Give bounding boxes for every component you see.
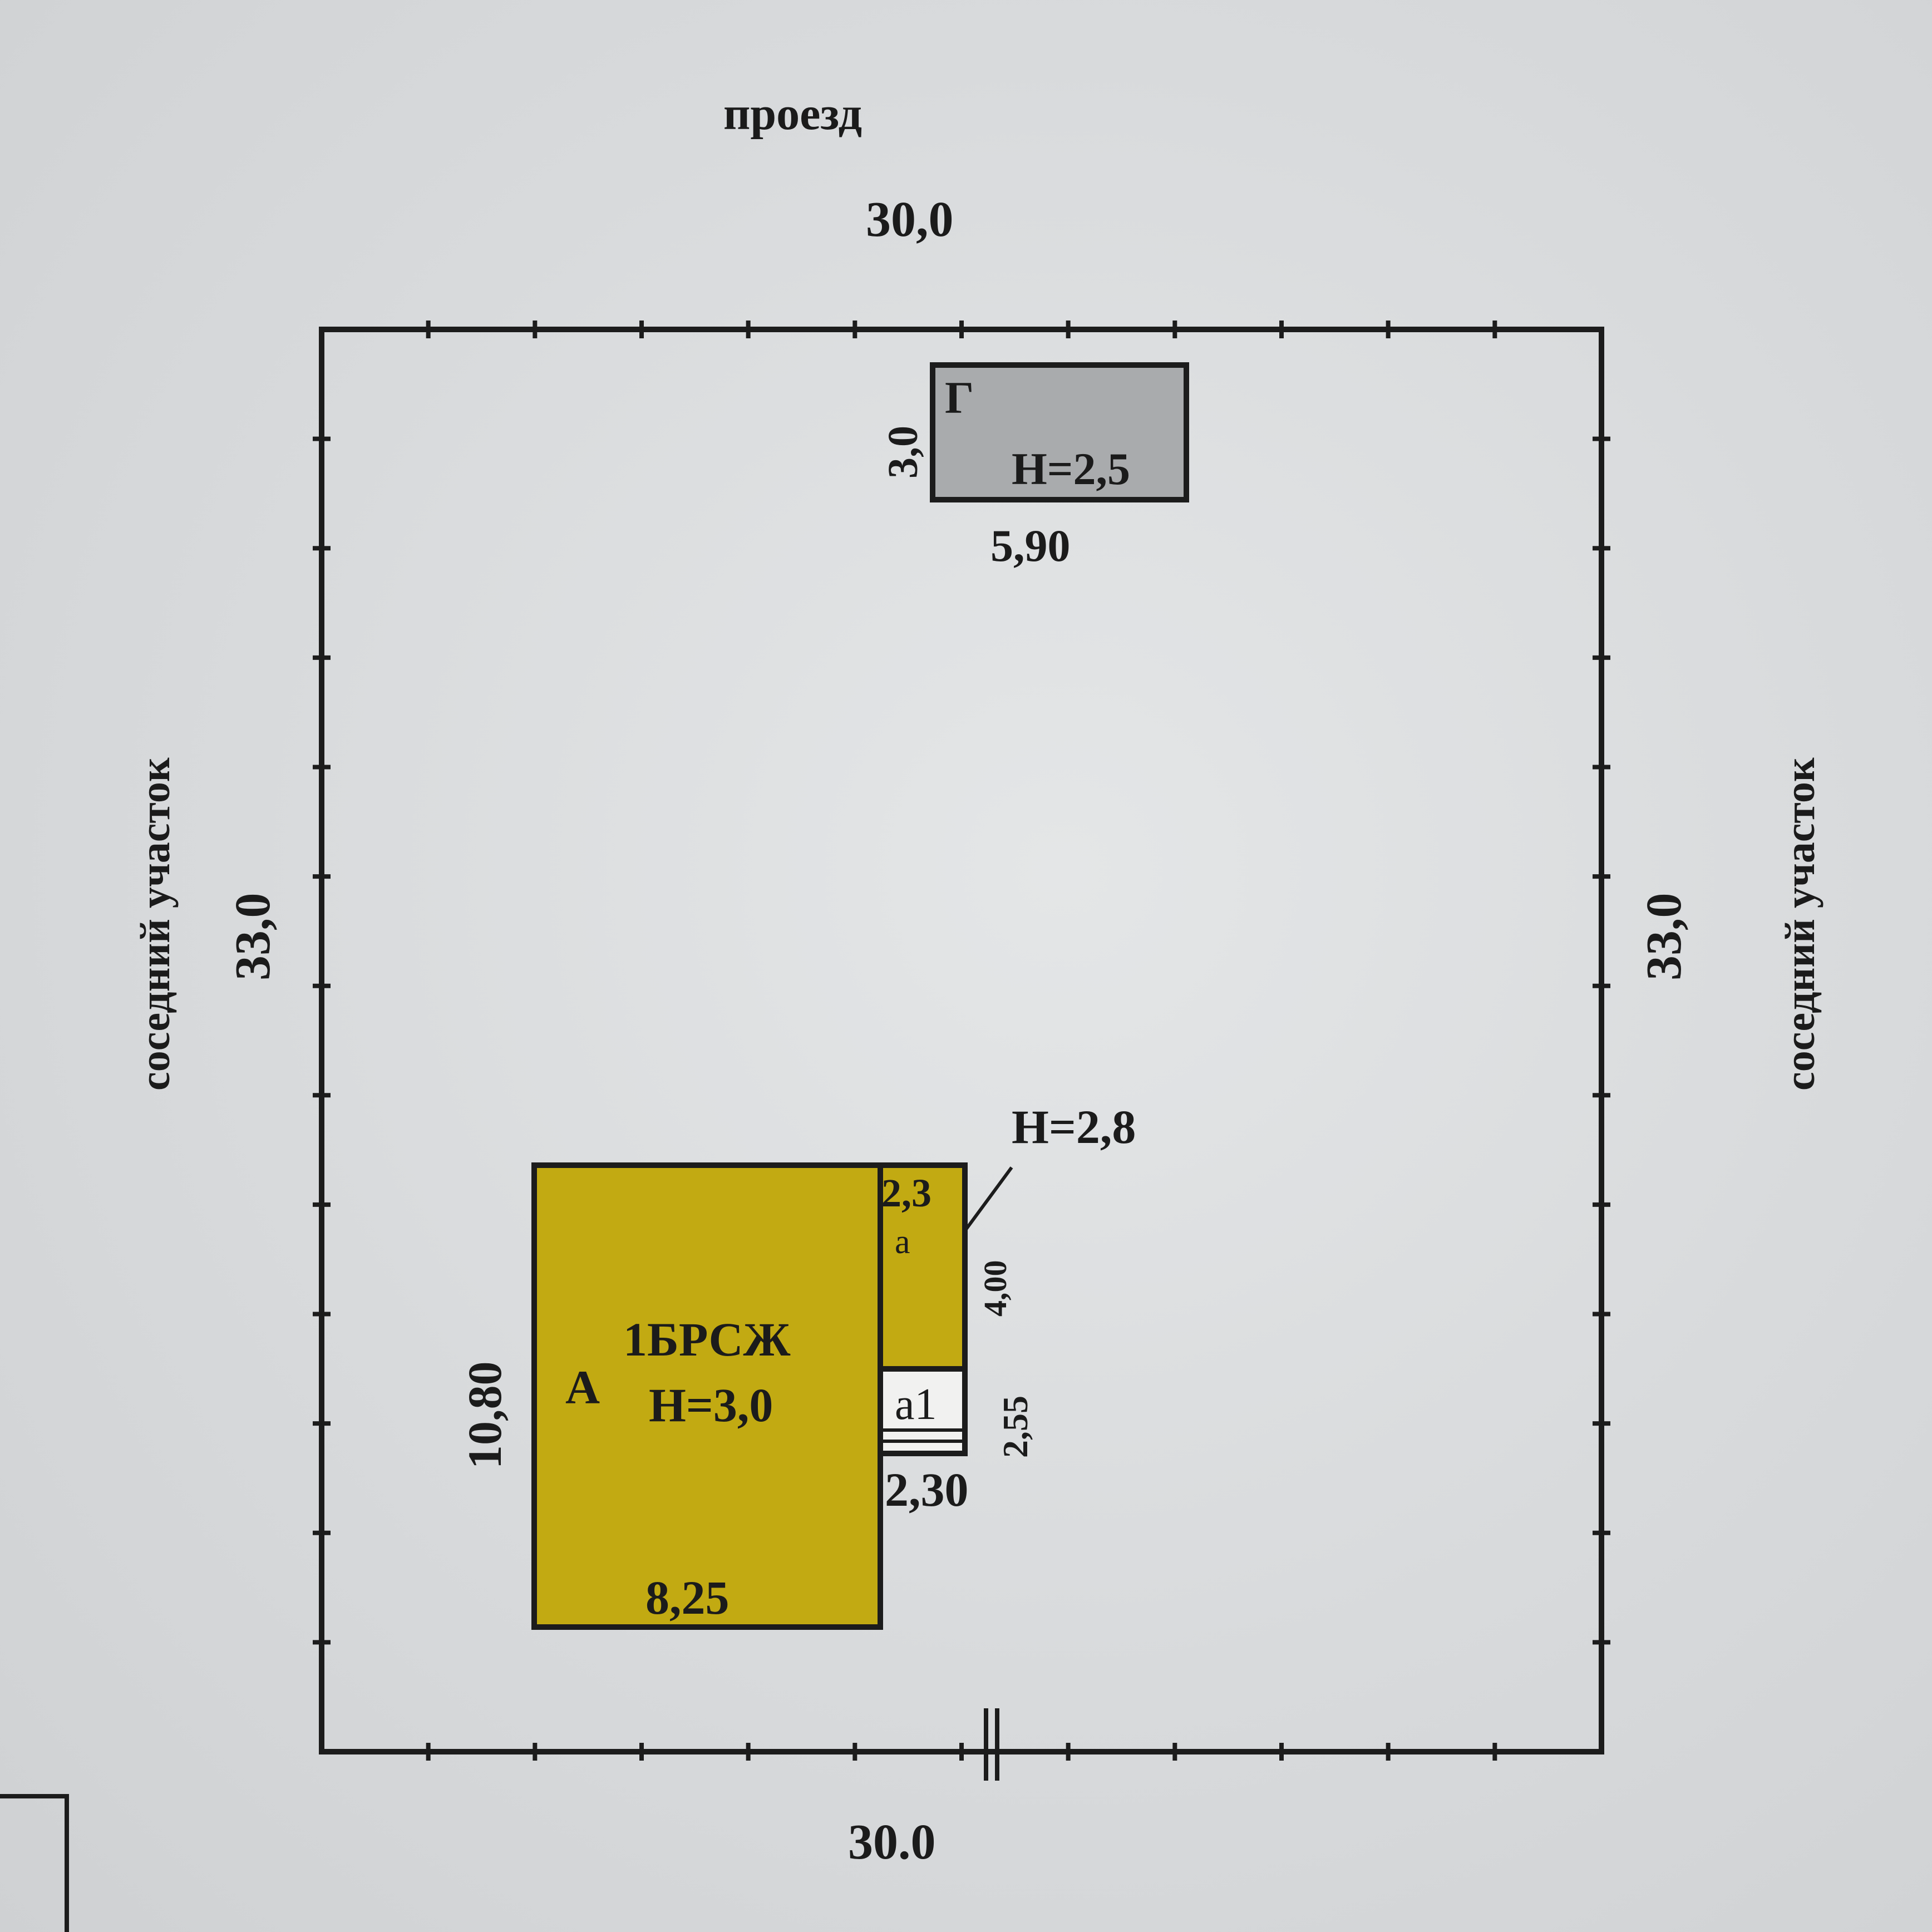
- bottom-length: 30.0: [848, 1815, 936, 1870]
- left-side-label: соседний участок: [132, 757, 179, 1091]
- annex-a1-bottom-width: 2,30: [885, 1463, 969, 1516]
- boundary-ticks: [313, 321, 1610, 1761]
- annex-a1-letter: а1: [895, 1380, 937, 1429]
- annex-a-letter: а: [895, 1223, 910, 1261]
- building-a: [531, 1162, 883, 1630]
- building-a-letter: А: [565, 1361, 600, 1414]
- left-length: 33,0: [225, 893, 280, 981]
- annex-a1: [878, 1366, 968, 1456]
- building-a-width: 8,25: [645, 1571, 730, 1624]
- building-g-width: 5,90: [990, 520, 1071, 571]
- corner-frame: [0, 1794, 69, 1932]
- annex-a-top-width: 2,3: [881, 1171, 931, 1215]
- building-g: [930, 362, 1189, 502]
- annex-a1-depth: 2,55: [995, 1396, 1035, 1458]
- building-g-depth: 3,0: [880, 426, 926, 479]
- right-length: 33,0: [1637, 893, 1692, 981]
- plot-boundary: [319, 327, 1604, 1754]
- right-side-label: соседний участок: [1777, 757, 1823, 1091]
- top-length: 30,0: [866, 192, 954, 247]
- building-g-letter: Г: [945, 372, 974, 423]
- building-g-height: Н=2,5: [1012, 443, 1130, 494]
- annex-a-depth: 4,00: [977, 1260, 1013, 1317]
- annex-a-height: Н=2,8: [1012, 1100, 1136, 1154]
- top-side-label: проезд: [723, 88, 862, 140]
- building-a-material: 1БРСЖ: [623, 1313, 791, 1366]
- building-a-depth: 10,80: [458, 1362, 511, 1470]
- height-leader-line: [963, 1166, 1013, 1232]
- building-a-height: Н=3,0: [649, 1378, 773, 1432]
